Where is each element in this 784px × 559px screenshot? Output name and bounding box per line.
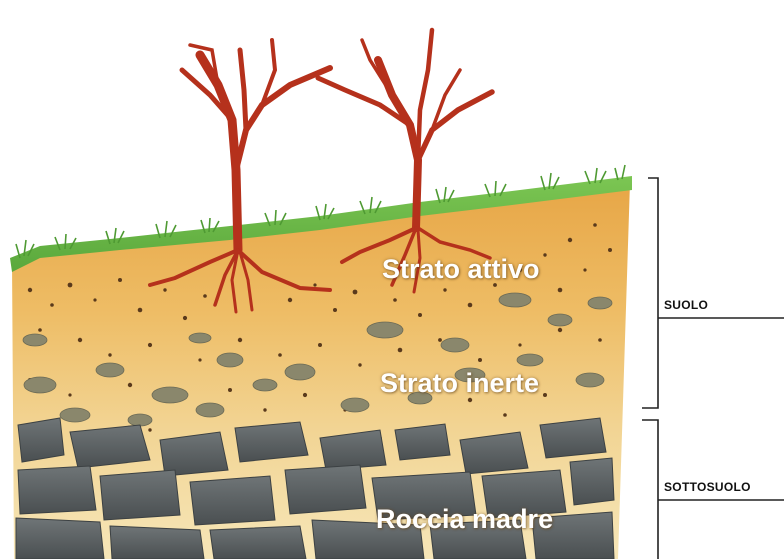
layer-label-active: Strato attivo — [382, 254, 540, 285]
zone-brackets — [642, 178, 784, 559]
layer-label-bedrock: Roccia madre — [376, 504, 553, 535]
zone-label-subsoil: SOTTOSUOLO — [664, 480, 751, 494]
layer-label-inert: Strato inerte — [380, 368, 539, 399]
zone-label-soil: SUOLO — [664, 298, 708, 312]
